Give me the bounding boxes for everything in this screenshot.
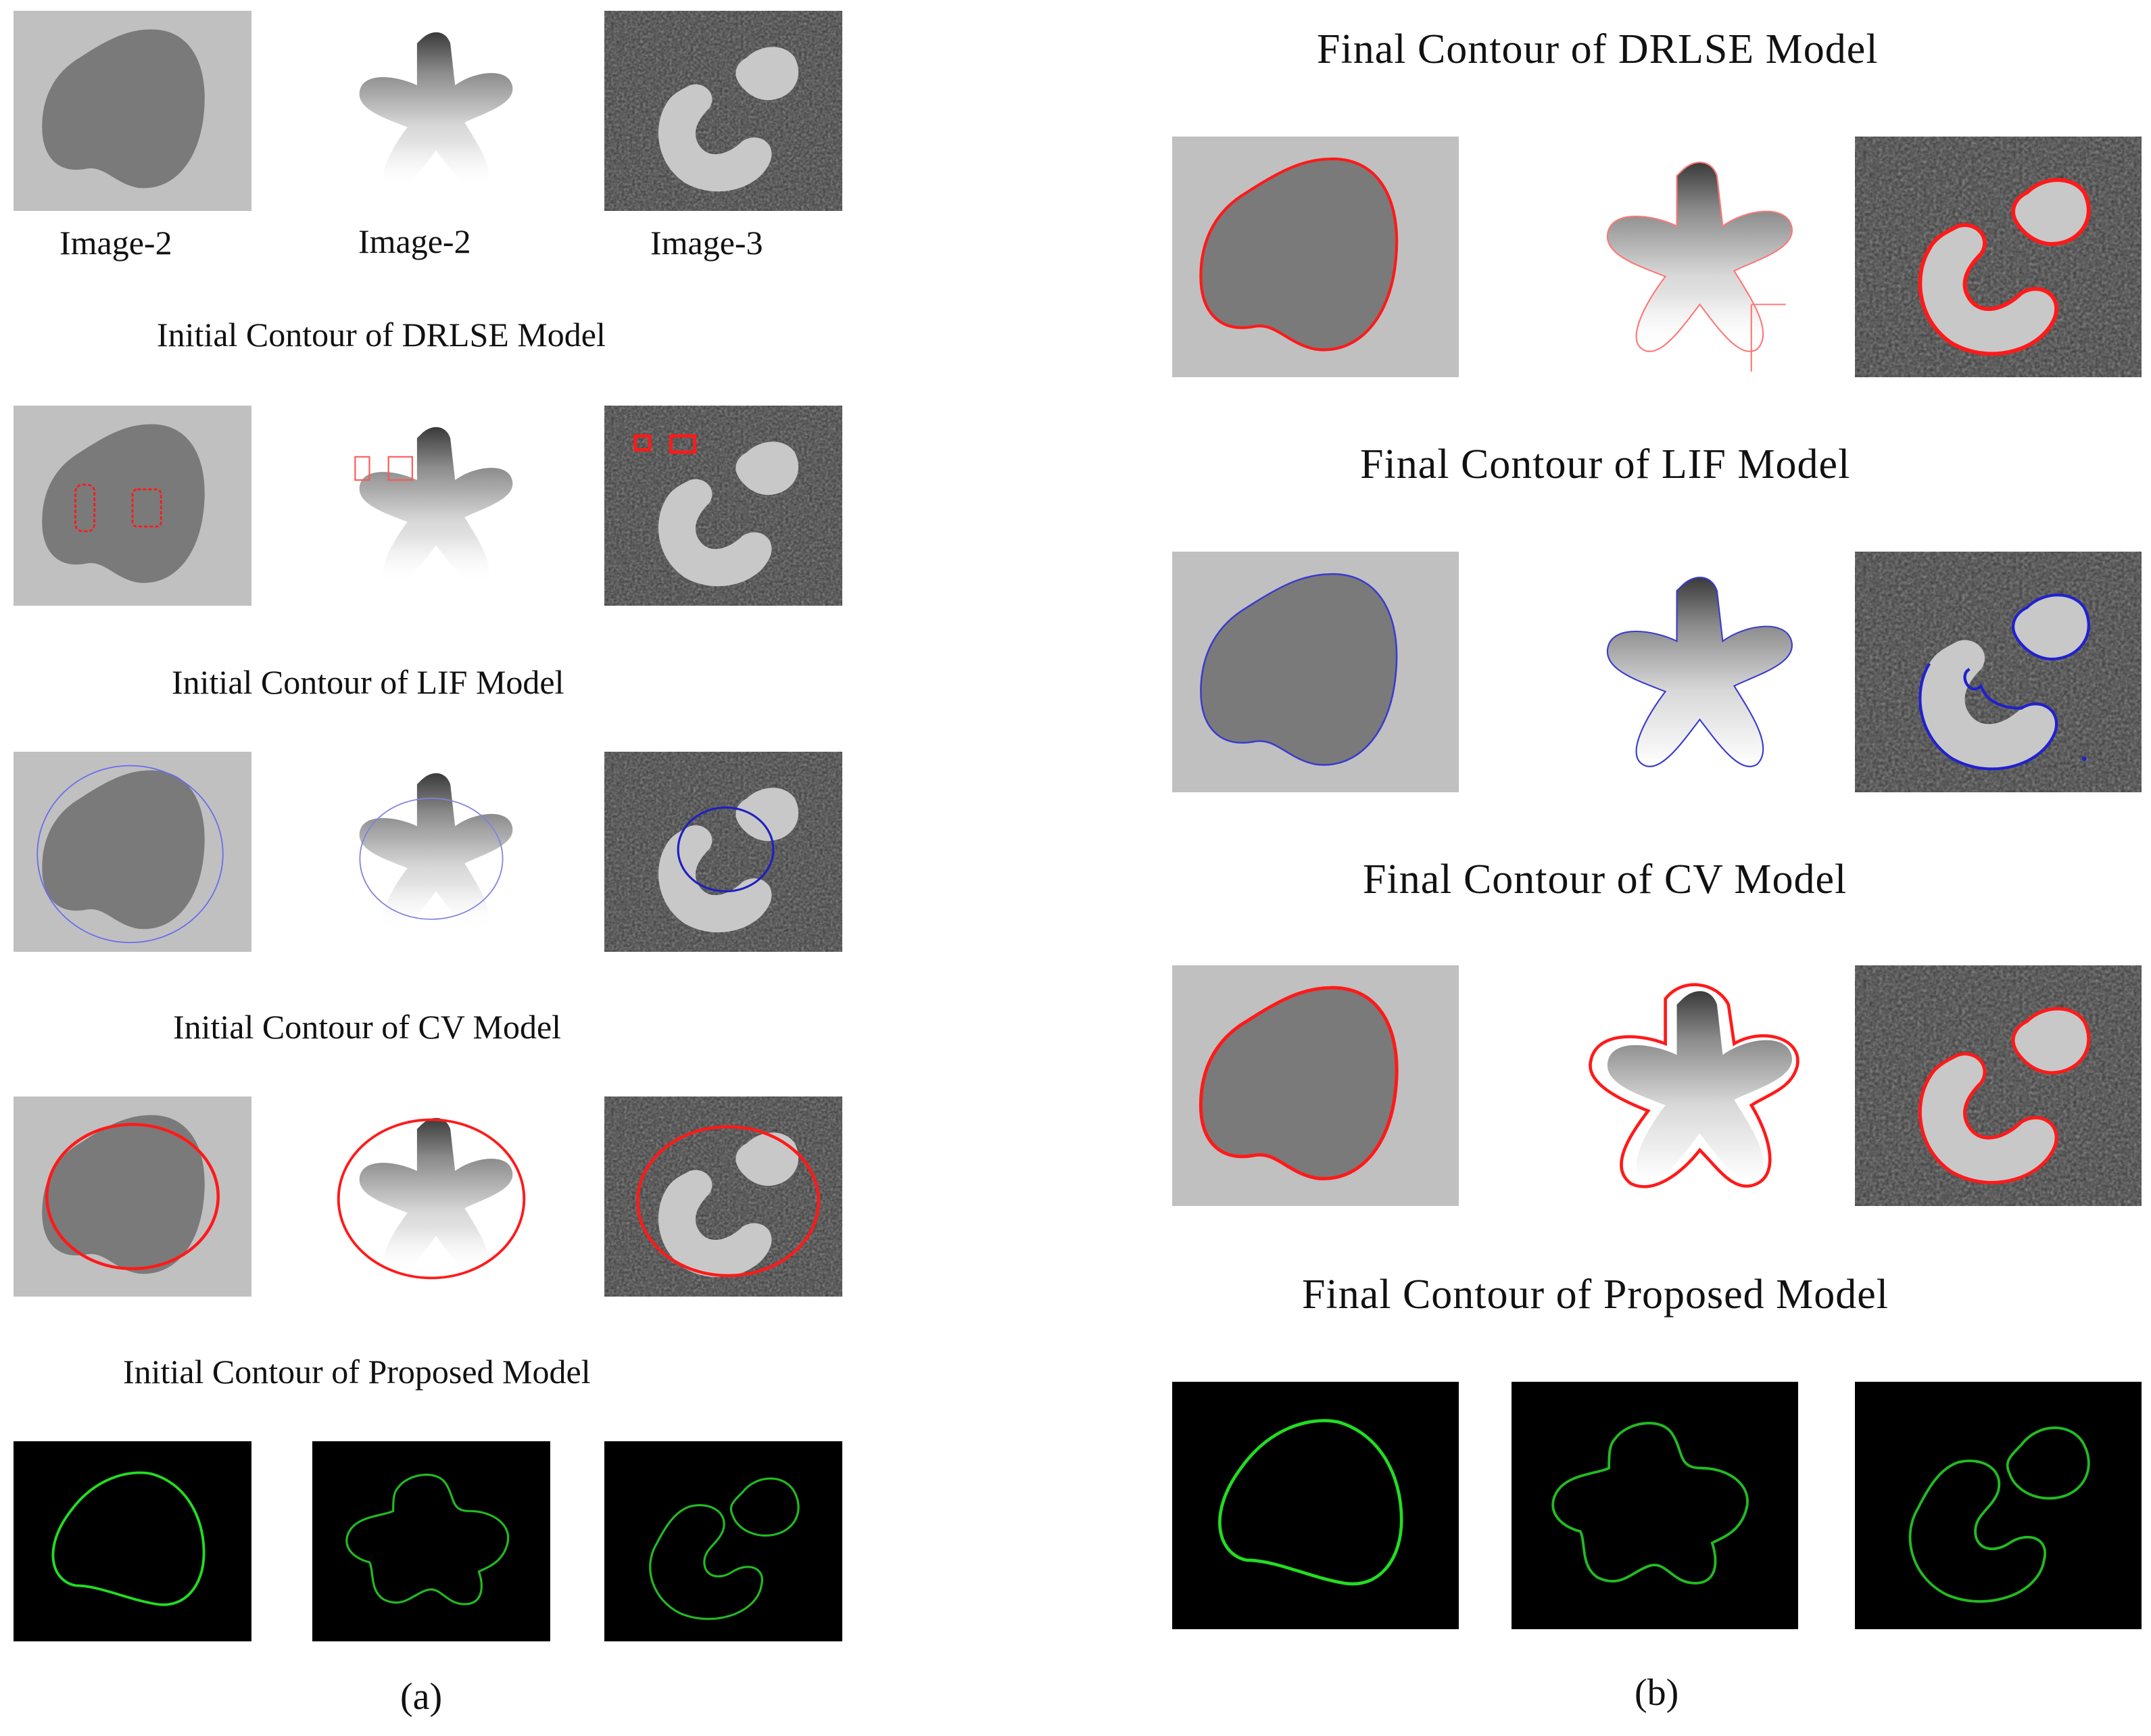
initial-lif-image-2	[312, 752, 550, 952]
section-title-final-lif: Final Contour of LIF Model	[1360, 441, 1851, 487]
initial-lif-image-3	[604, 752, 842, 952]
image-3-original	[604, 11, 842, 211]
image-1-original	[14, 11, 251, 211]
image-label-1: Image-2	[59, 224, 172, 262]
image-label-3: Image-3	[650, 224, 763, 262]
initial-drlse-image-1	[14, 406, 251, 606]
panel-label-a: (a)	[400, 1676, 443, 1718]
image-2-original	[312, 11, 550, 211]
final-drlse-image-2	[1551, 137, 1837, 377]
initial-cv-image-1	[14, 1096, 251, 1297]
initial-proposed-image-1	[14, 1441, 251, 1641]
initial-cv-image-2	[312, 1096, 550, 1297]
section-title-initial-cv: Initial Contour of CV Model	[173, 1008, 562, 1046]
initial-lif-image-1	[14, 752, 251, 952]
image-label-2: Image-2	[358, 222, 471, 260]
final-cv-image-3	[1855, 965, 2142, 1206]
initial-proposed-image-2	[312, 1441, 550, 1641]
final-drlse-image-3	[1855, 137, 2142, 377]
final-proposed-image-3	[1855, 1382, 2142, 1629]
section-title-final-drlse: Final Contour of DRLSE Model	[1317, 26, 1879, 72]
section-title-final-proposed: Final Contour of Proposed Model	[1302, 1272, 1889, 1318]
initial-cv-image-3	[604, 1096, 842, 1297]
final-cv-image-1	[1172, 965, 1459, 1206]
panel-label-b: (b)	[1635, 1672, 1679, 1714]
initial-proposed-image-3	[604, 1441, 842, 1641]
section-title-final-cv: Final Contour of CV Model	[1363, 857, 1847, 902]
final-proposed-image-2	[1512, 1382, 1798, 1629]
section-title-initial-proposed: Initial Contour of Proposed Model	[123, 1353, 591, 1391]
section-title-initial-lif: Initial Contour of LIF Model	[172, 663, 564, 701]
final-proposed-image-1	[1172, 1382, 1459, 1629]
final-cv-image-2	[1551, 965, 1837, 1206]
initial-drlse-image-3	[604, 406, 842, 606]
section-title-initial-drlse: Initial Contour of DRLSE Model	[157, 316, 606, 354]
final-drlse-image-1	[1172, 137, 1459, 377]
final-lif-image-1	[1172, 552, 1459, 792]
initial-drlse-image-2	[312, 406, 550, 606]
final-lif-image-2	[1551, 552, 1837, 792]
final-lif-image-3	[1855, 552, 2142, 792]
